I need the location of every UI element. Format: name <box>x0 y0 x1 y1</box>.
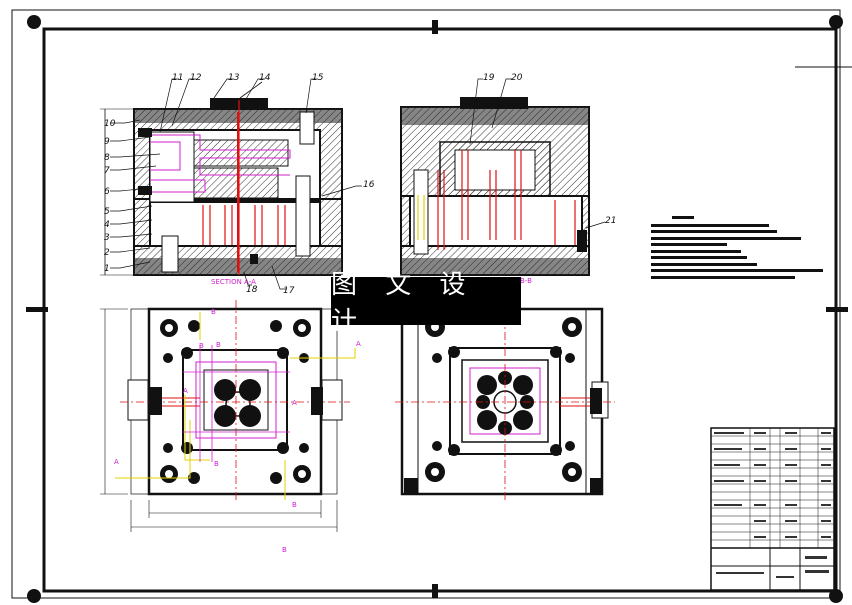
center-mark <box>826 307 848 312</box>
title-block <box>710 427 835 591</box>
callout-17: 17 <box>283 286 295 296</box>
callout-9: 9 <box>104 137 110 147</box>
corner-dot <box>27 15 41 29</box>
plan-view-right <box>395 300 615 500</box>
corner-dot <box>27 589 41 603</box>
marker-b: B <box>216 341 221 349</box>
center-mark <box>432 20 438 34</box>
section-label-a-a: SECTION A-A <box>211 278 256 286</box>
section-view-a-a <box>100 81 343 276</box>
marker-b: B <box>214 460 219 468</box>
callout-16: 16 <box>363 180 375 190</box>
callout-10: 10 <box>104 119 116 129</box>
callout-leaders-left <box>110 78 362 290</box>
callout-2: 2 <box>104 248 110 258</box>
callout-numbers-right: 19 20 21 <box>483 73 616 226</box>
watermark-text: 图 文 设 计 <box>331 270 476 337</box>
section-view-b-b <box>400 78 606 276</box>
callout-19: 19 <box>483 73 495 83</box>
marker-a: A <box>292 399 297 407</box>
section-label-b-b: B-B <box>520 277 532 285</box>
callout-6: 6 <box>104 187 110 197</box>
callout-15: 15 <box>312 73 324 83</box>
callout-18: 18 <box>246 285 258 295</box>
corner-dot <box>829 15 843 29</box>
callout-14: 14 <box>259 73 271 83</box>
callout-7: 7 <box>104 166 110 176</box>
section-markers: B B B A A A A B B B <box>114 308 361 554</box>
marker-a: A <box>183 387 188 395</box>
marker-b: B <box>211 308 216 316</box>
technical-notes <box>651 216 823 279</box>
callout-1: 1 <box>104 264 110 274</box>
plan-view-left <box>100 300 356 532</box>
callout-11: 11 <box>172 73 183 83</box>
callout-20: 20 <box>511 73 523 83</box>
callout-12: 12 <box>190 73 202 83</box>
marker-b: B <box>199 342 204 350</box>
marker-a: A <box>356 340 361 348</box>
callout-4: 4 <box>104 220 110 230</box>
marker-b: B <box>282 546 287 554</box>
corner-dot <box>829 589 843 603</box>
watermark-banner: 图 文 设 计 <box>331 270 521 337</box>
callout-8: 8 <box>104 153 110 163</box>
center-mark <box>432 584 438 598</box>
drawing-frame <box>11 9 852 603</box>
callout-3: 3 <box>104 233 110 243</box>
callout-13: 13 <box>228 73 240 83</box>
callout-21: 21 <box>605 216 616 226</box>
marker-b: B <box>292 501 297 509</box>
callout-5: 5 <box>104 207 110 217</box>
center-mark <box>26 307 48 312</box>
callout-numbers-left: 1 2 3 4 5 6 7 8 9 10 11 12 13 14 15 16 1… <box>104 73 375 296</box>
marker-a: A <box>114 458 119 466</box>
